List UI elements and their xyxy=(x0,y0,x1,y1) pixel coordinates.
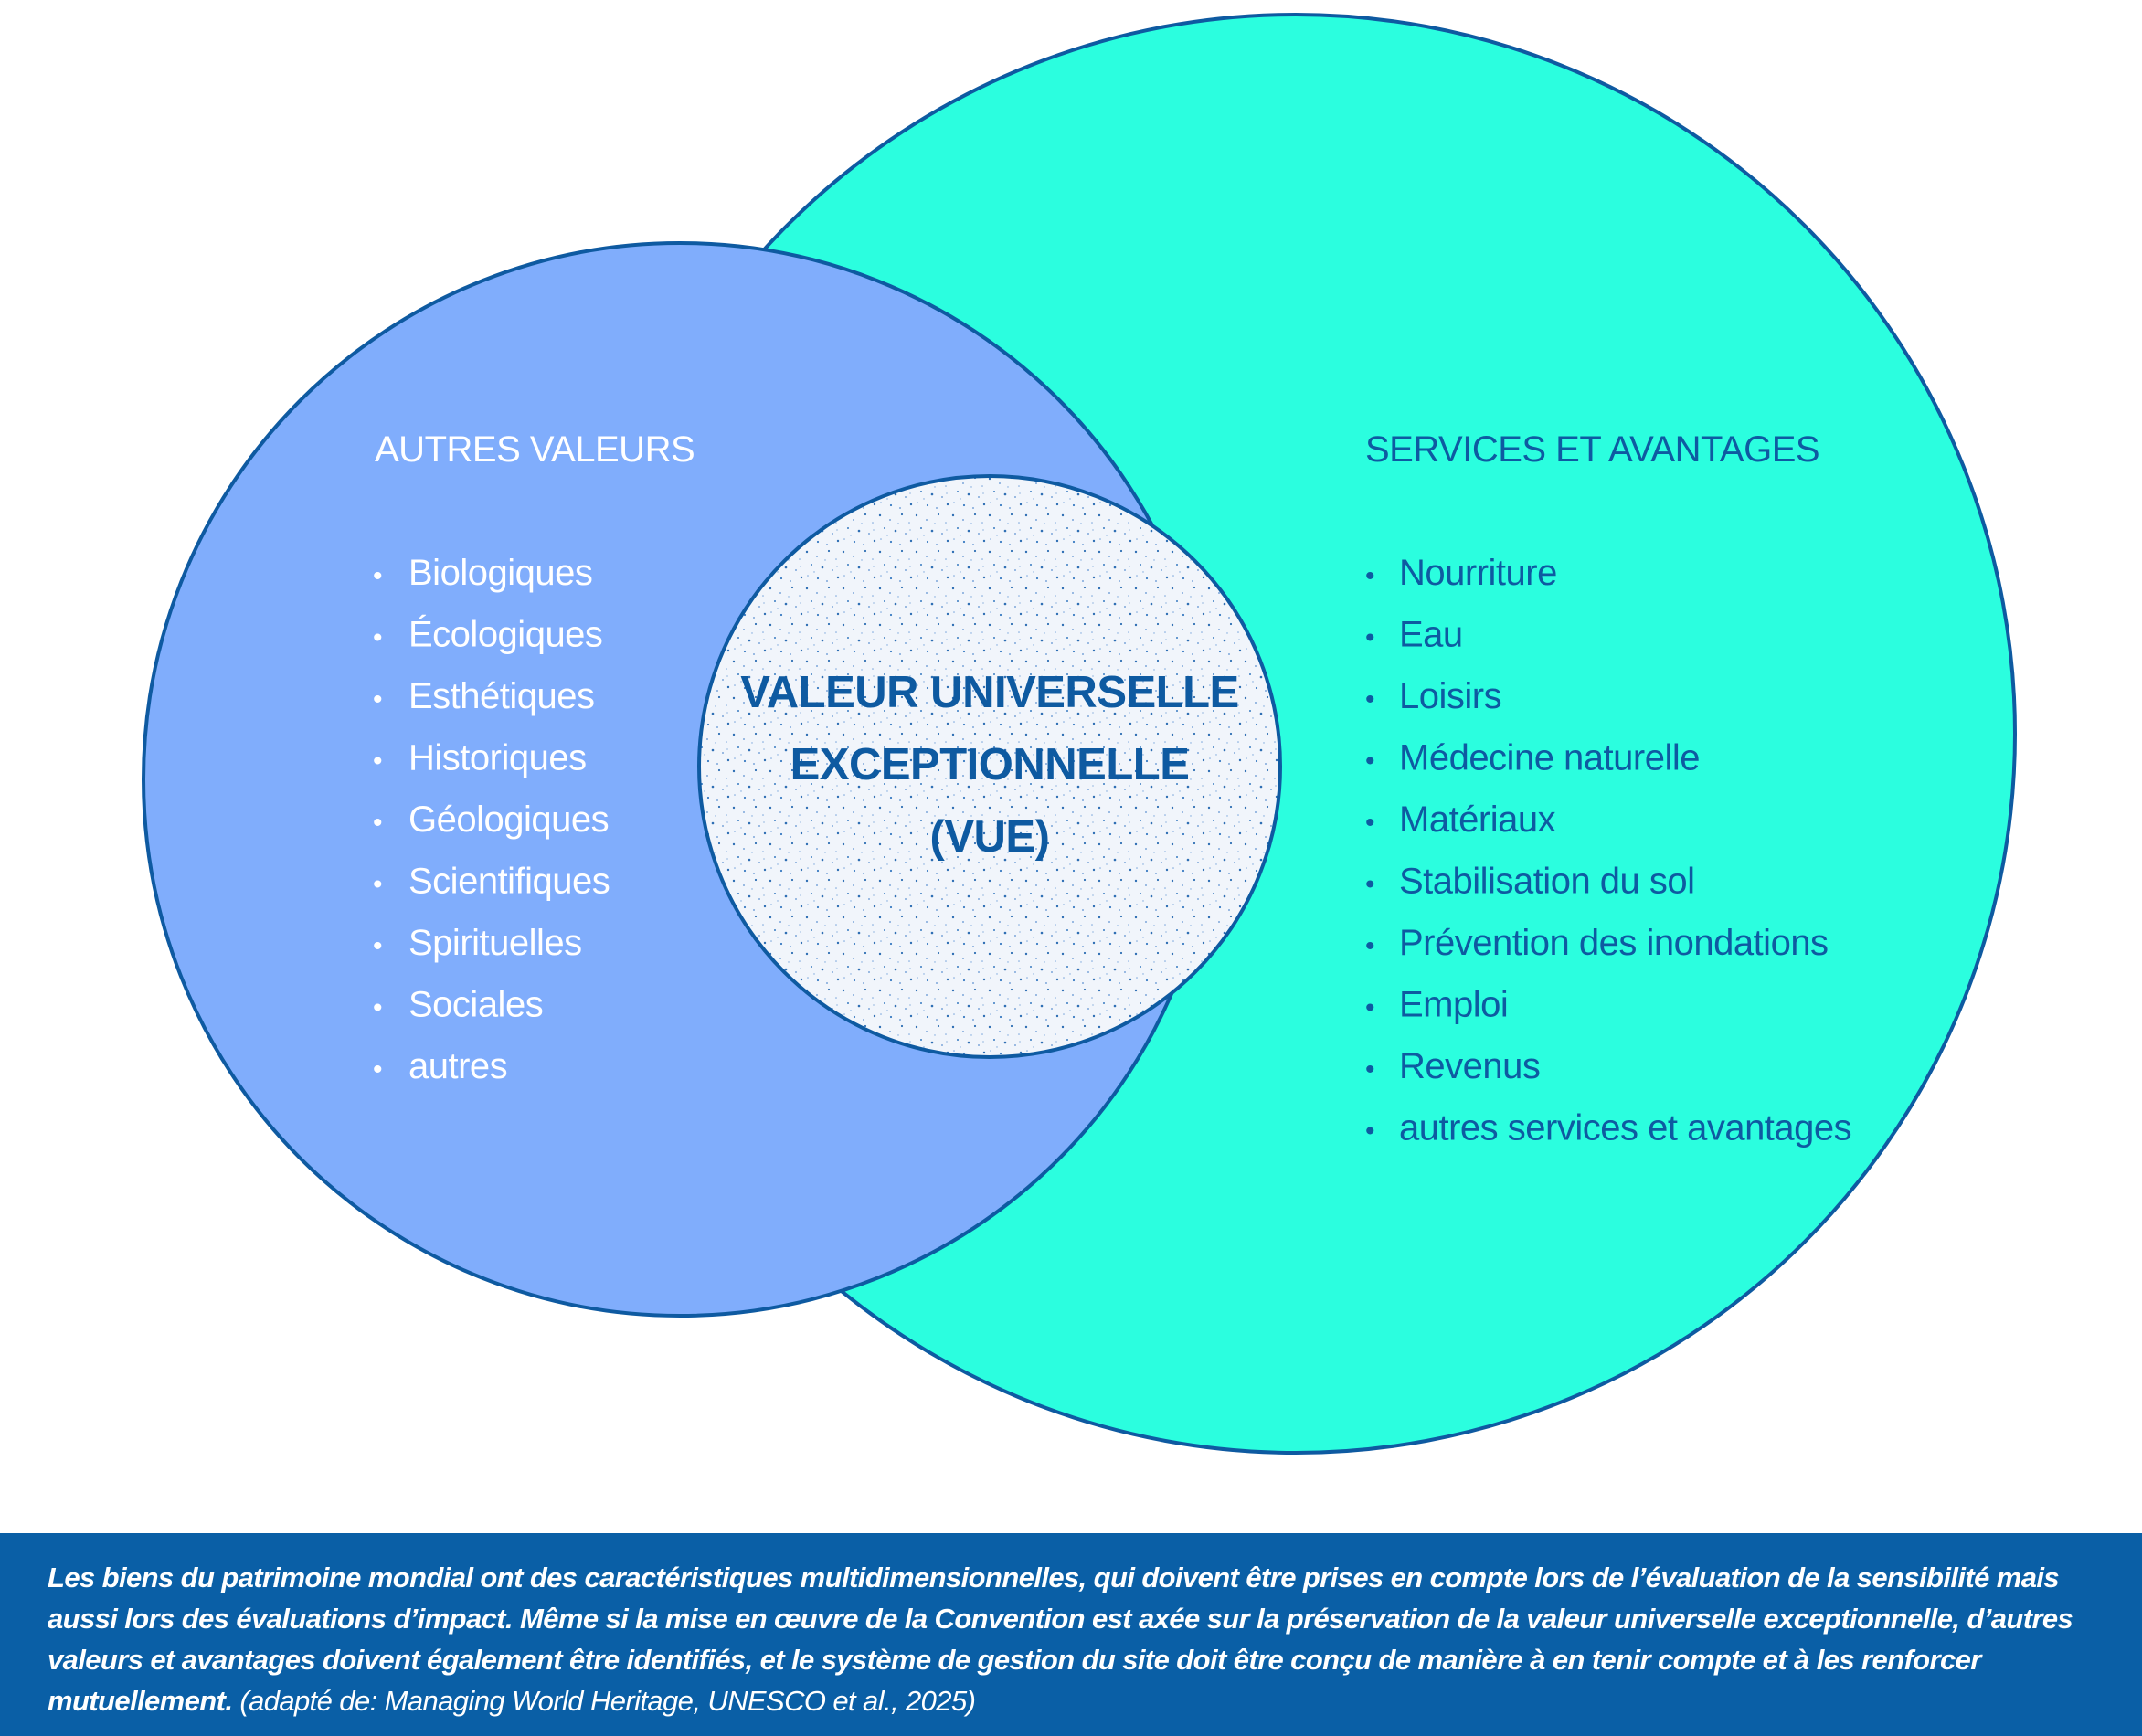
venn-diagram: AUTRES VALEURS • Biologiques • Écologiques • E… xyxy=(142,13,2017,1455)
left-list: AUTRES VALEURS • Biologiques • Écologiques • E… xyxy=(373,429,695,1086)
left-bullet: • xyxy=(373,746,383,777)
left-item: autres xyxy=(408,1046,507,1086)
right-bullet: • xyxy=(1365,684,1375,715)
left-bullet: • xyxy=(373,870,383,900)
right-bullet: • xyxy=(1365,931,1375,961)
right-bullet: • xyxy=(1365,870,1375,900)
caption-source-text: (adapté de: Managing World Heritage, UNE… xyxy=(239,1685,976,1717)
left-item: Sociales xyxy=(408,985,543,1025)
left-item: Biologiques xyxy=(408,553,592,593)
left-item: Scientifiques xyxy=(408,862,610,902)
center-line: EXCEPTIONNELLE xyxy=(790,740,1190,789)
caption-bar: Les biens du patrimoine mondial ont des … xyxy=(0,1533,2142,1736)
left-bullet: • xyxy=(373,808,383,838)
center-label: VALEUR UNIVERSELLE EXCEPTIONNELLE (VUE) xyxy=(740,668,1239,862)
right-title: SERVICES ET AVANTAGES xyxy=(1365,429,1819,470)
right-item: Eau xyxy=(1399,615,1463,655)
center-line: (VUE) xyxy=(930,812,1050,862)
left-item: Spirituelles xyxy=(408,923,582,963)
left-bullet: • xyxy=(373,931,383,961)
right-list: SERVICES ET AVANTAGES • Nourriture • Eau • Loi… xyxy=(1365,429,1852,1149)
right-item: Loisirs xyxy=(1399,676,1501,716)
right-item: Matériaux xyxy=(1399,799,1556,840)
right-item: Médecine naturelle xyxy=(1399,738,1700,778)
right-item: Revenus xyxy=(1399,1046,1540,1086)
right-item: autres services et avantages xyxy=(1399,1108,1851,1149)
left-item: Géologiques xyxy=(408,799,609,840)
right-bullet: • xyxy=(1365,561,1375,591)
left-bullet: • xyxy=(373,623,383,653)
right-item: Stabilisation du sol xyxy=(1399,862,1695,902)
right-item: Nourriture xyxy=(1399,553,1557,593)
right-item: Prévention des inondations xyxy=(1399,923,1829,963)
left-title: AUTRES VALEURS xyxy=(375,429,695,470)
left-bullet: • xyxy=(373,1054,383,1085)
left-bullet: • xyxy=(373,993,383,1023)
center-circle-ouv xyxy=(697,474,1282,1059)
right-item: Emploi xyxy=(1399,985,1508,1025)
left-item: Écologiques xyxy=(408,614,602,655)
right-bullet: • xyxy=(1365,993,1375,1023)
right-bullet: • xyxy=(1365,746,1375,777)
right-bullet: • xyxy=(1365,1054,1375,1085)
caption-main-text: Les biens du patrimoine mondial ont des … xyxy=(48,1561,2073,1717)
left-item: Historiques xyxy=(408,738,587,778)
left-item: Esthétiques xyxy=(408,676,595,716)
center-line: VALEUR UNIVERSELLE xyxy=(740,668,1238,717)
left-bullet: • xyxy=(373,684,383,715)
right-bullet: • xyxy=(1365,808,1375,838)
right-bullet: • xyxy=(1365,623,1375,653)
left-bullet: • xyxy=(373,561,383,591)
right-bullet: • xyxy=(1365,1117,1375,1147)
